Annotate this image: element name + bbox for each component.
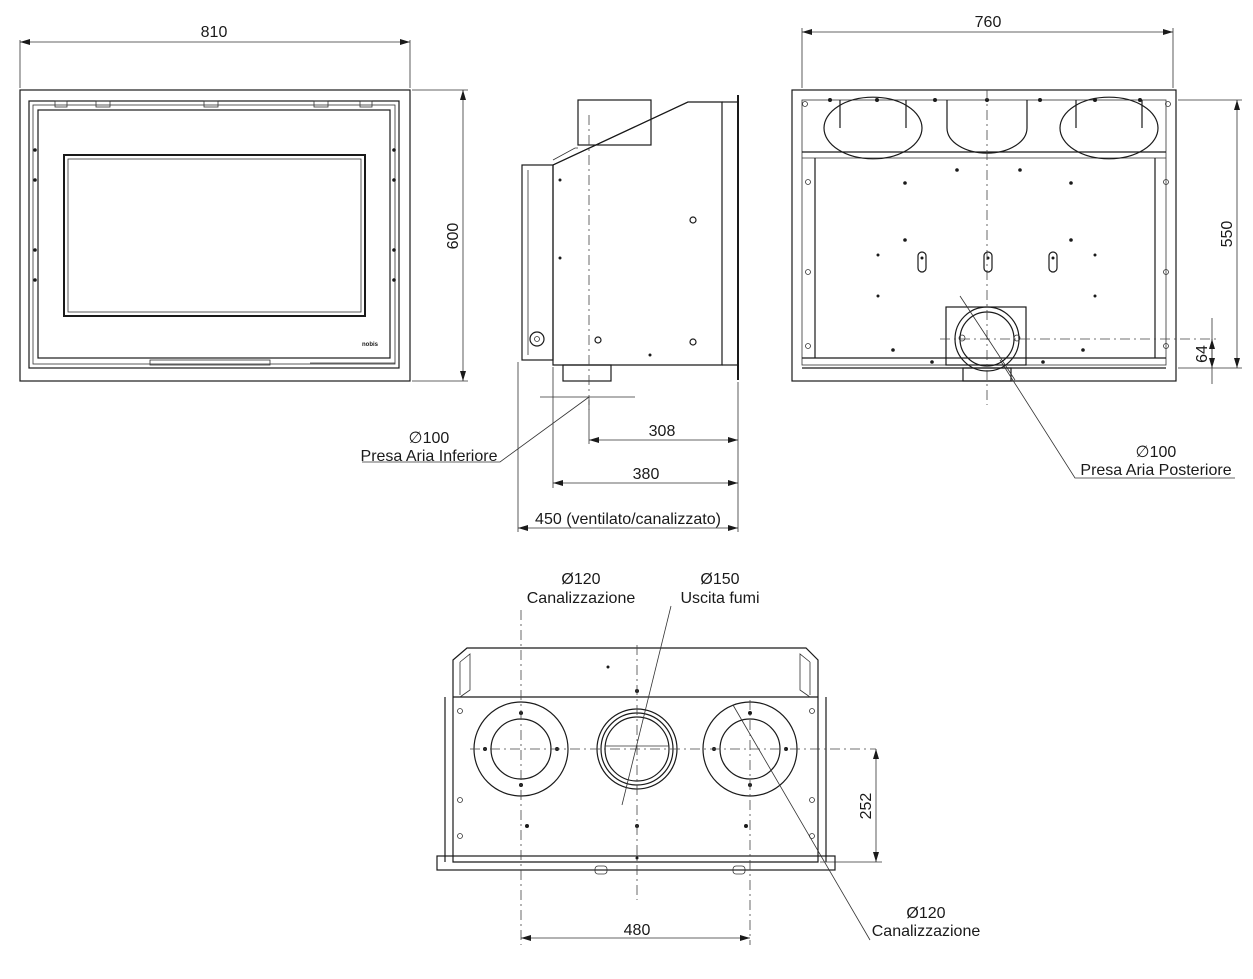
back-view: ∅100 Presa Aria Posteriore 760 550 64 (791, 14, 1242, 479)
flue-diameter: Ø150 (700, 571, 739, 588)
dim-front-width: 810 (201, 24, 228, 41)
front-view: nobis 810 600 (19, 24, 468, 382)
front-glass (63, 154, 366, 317)
duct-left-diameter: Ø120 (561, 571, 600, 588)
dim-side-380: 380 (633, 466, 660, 483)
duct-left-name: Canalizzazione (527, 590, 636, 607)
dim-top-depth: 252 (858, 793, 875, 820)
dim-side-308: 308 (649, 423, 676, 440)
dim-front-height: 600 (445, 223, 462, 250)
inlet-bottom-diameter: ∅100 (409, 430, 450, 447)
dim-back-width: 760 (975, 14, 1002, 31)
side-view: ∅100 Presa Aria Inferiore 308 380 450 (v… (361, 95, 739, 532)
top-view: Ø120 Canalizzazione Ø150 Uscita fumi Ø12… (436, 571, 981, 945)
inlet-back-name: Presa Aria Posteriore (1080, 462, 1231, 479)
duct-right-name: Canalizzazione (872, 923, 981, 940)
inlet-back-diameter: ∅100 (1136, 444, 1177, 461)
flue-name: Uscita fumi (680, 590, 759, 607)
duct-right-diameter: Ø120 (906, 905, 945, 922)
inlet-bottom-name: Presa Aria Inferiore (361, 448, 498, 465)
dim-back-height: 550 (1219, 221, 1236, 248)
dim-back-offset: 64 (1194, 345, 1211, 363)
dim-side-450: 450 (ventilato/canalizzato) (535, 511, 721, 528)
dim-top-spacing: 480 (624, 922, 651, 939)
brand-mark: nobis (362, 342, 379, 348)
